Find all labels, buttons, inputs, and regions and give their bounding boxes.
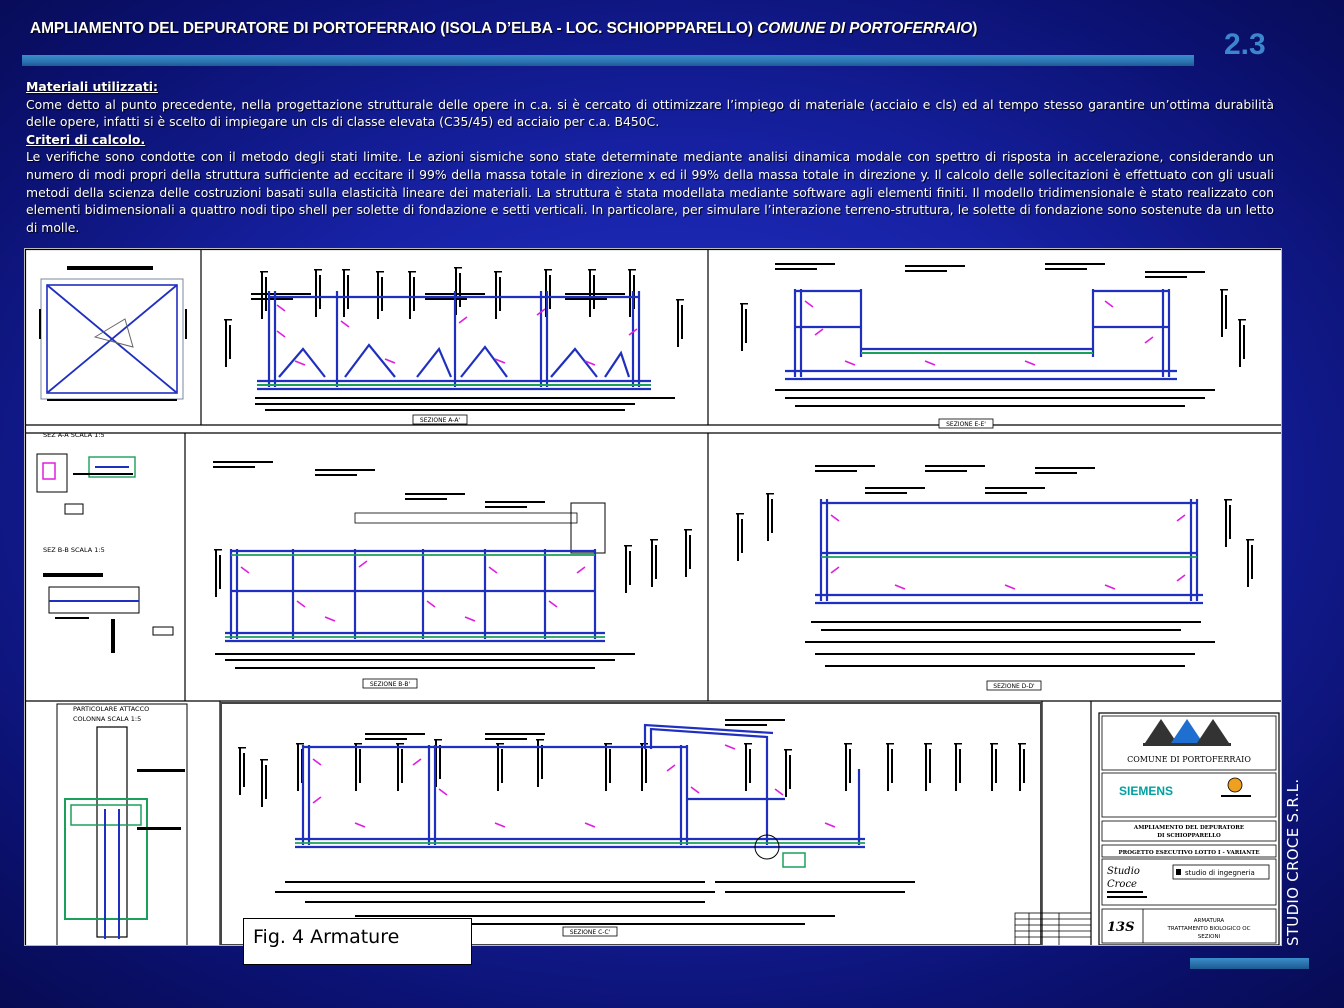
section-bb-label: SEZIONE B-B': [370, 681, 411, 688]
detail-attacco-line1: PARTICOLARE ATTACCO: [73, 705, 149, 713]
detail-sez-bb-label: SEZ B-B SCALA 1:5: [43, 546, 105, 554]
section-ee: SEZIONE E-E': [740, 263, 1246, 429]
revision-table: [1014, 912, 1092, 945]
tb-sheet-number: 13S: [1107, 920, 1134, 935]
title-main: AMPLIAMENTO DEL DEPURATORE DI PORTOFERRA…: [30, 20, 758, 37]
tb-sheet-line1: ARMATURA: [1194, 918, 1225, 924]
section-dd-label: SEZIONE D-D': [993, 683, 1035, 690]
criteria-heading: Criteri di calcolo.: [26, 131, 146, 147]
reinforcement-drawing: SEZ A-A SCALA 1:5 SEZ B-B SCALA 1:5 PART…: [24, 248, 1282, 946]
section-ee-label: SEZIONE E-E': [946, 421, 986, 428]
figure-caption: Fig. 4 Armature: [243, 918, 472, 965]
header-accent-bar: [22, 55, 1194, 66]
detail-sez-bb: SEZ B-B SCALA 1:5: [43, 546, 174, 653]
section-bb: SEZIONE B-B': [213, 461, 692, 689]
criteria-paragraph: Le verifiche sono condotte con il metodo…: [26, 149, 1274, 235]
section-aa-label: SEZIONE A-A': [420, 417, 460, 424]
materials-heading: Materiali utilizzati:: [26, 79, 158, 94]
detail-sez-aa: SEZ A-A SCALA 1:5: [36, 431, 136, 515]
tb-project-line1: AMPLIAMENTO DEL DEPURATORE: [1133, 825, 1244, 831]
title-block: COMUNE DI PORTOFERRAIO SIEMENS AMPLIAMEN…: [1098, 712, 1280, 945]
detail-attacco-line2: COLONNA SCALA 1:5: [73, 715, 141, 723]
tb-client: COMUNE DI PORTOFERRAIO: [1127, 755, 1251, 764]
tb-studio-tag: studio di ingegneria: [1185, 869, 1255, 877]
tb-brand: SIEMENS: [1119, 784, 1173, 798]
panel-frames: [25, 249, 1281, 945]
drawing-svg: SEZ A-A SCALA 1:5 SEZ B-B SCALA 1:5 PART…: [25, 249, 1281, 945]
tb-project-line2: DI SCHIOPPARELLO: [1157, 833, 1221, 839]
tb-project-phase: PROGETTO ESECUTIVO LOTTO I - VARIANTE: [1118, 850, 1259, 856]
tb-sheet-line2: TRATTAMENTO BIOLOGICO OC: [1167, 926, 1251, 932]
body-text: Materiali utilizzati: Come detto al punt…: [26, 78, 1274, 236]
page-title: AMPLIAMENTO DEL DEPURATORE DI PORTOFERRA…: [30, 20, 1190, 38]
tb-sheet-line3: SEZIONI: [1198, 934, 1221, 940]
footer-accent-bar: [1190, 958, 1309, 969]
section-aa: SEZIONE A-A': [224, 267, 684, 425]
tb-studio-line1: Studio: [1107, 866, 1140, 877]
title-end: ): [972, 20, 978, 37]
detail-sez-aa-label: SEZ A-A SCALA 1:5: [43, 431, 105, 439]
plan-detail: [39, 266, 187, 401]
detail-attacco: PARTICOLARE ATTACCO COLONNA SCALA 1:5: [56, 703, 188, 945]
slide-number: 2.3: [1224, 28, 1266, 61]
section-dd: SEZIONE D-D': [736, 465, 1254, 691]
studio-side-label: STUDIO CROCE S.R.L.: [1284, 778, 1302, 946]
materials-paragraph: Come detto al punto precedente, nella pr…: [26, 96, 1274, 130]
partner-logo-icon: [1227, 777, 1243, 793]
section-cc: SEZIONE C-C': [220, 702, 1042, 945]
section-cc-label: SEZIONE C-C': [570, 929, 611, 936]
title-italic: COMUNE DI PORTOFERRAIO: [757, 20, 973, 37]
tb-studio-line2: Croce: [1107, 879, 1137, 890]
client-logo: [1143, 719, 1231, 746]
